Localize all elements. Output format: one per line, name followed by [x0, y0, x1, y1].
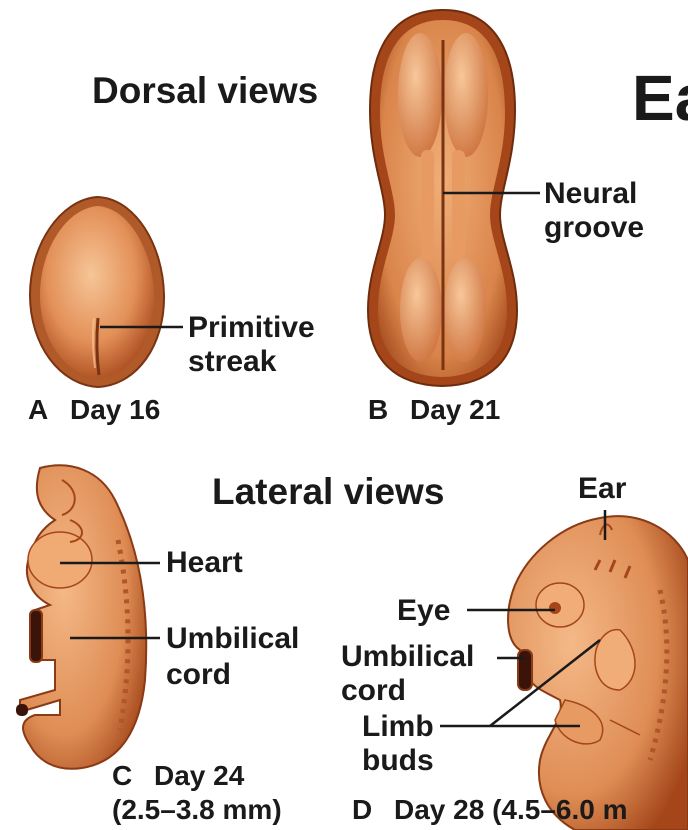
umbilical-cord-c-label-line2: cord [166, 660, 231, 690]
ear-label: Ear [578, 474, 626, 504]
panel-a-caption: Day 16 [70, 396, 160, 424]
eye-label: Eye [397, 596, 450, 626]
embryo-day24 [16, 465, 146, 768]
umbilical-cord-d-label-line1: Umbilical [341, 642, 474, 672]
panel-d-letter: D [352, 796, 372, 824]
panel-c-size: (2.5–3.8 mm) [112, 796, 282, 824]
limb-buds-label-line2: buds [362, 746, 434, 776]
clipped-title: Ea [632, 66, 688, 130]
limb-buds-label-line1: Limb [362, 712, 434, 742]
primitive-streak-label-line1: Primitive [188, 313, 315, 343]
panel-c-letter: C [112, 762, 132, 790]
embryo-day16 [30, 197, 164, 387]
umbilical-cord-c-label-line1: Umbilical [166, 624, 299, 654]
neural-groove-label-line2: groove [544, 213, 644, 243]
embryo-day21 [368, 10, 517, 386]
panel-b-caption: Day 21 [410, 396, 500, 424]
primitive-streak-label-line2: streak [188, 347, 276, 377]
umbilical-cord-d-label-line2: cord [341, 676, 406, 706]
panel-c-caption: Day 24 [154, 762, 244, 790]
lateral-views-heading: Lateral views [212, 473, 444, 510]
embryo-day28 [508, 516, 688, 830]
panel-d-caption: Day 28 (4.5–6.0 m [394, 796, 628, 824]
panel-a-letter: A [28, 396, 48, 424]
panel-b-letter: B [368, 396, 388, 424]
dorsal-views-heading: Dorsal views [92, 72, 318, 109]
neural-groove-label-line1: Neural [544, 179, 637, 209]
heart-label: Heart [166, 548, 243, 578]
